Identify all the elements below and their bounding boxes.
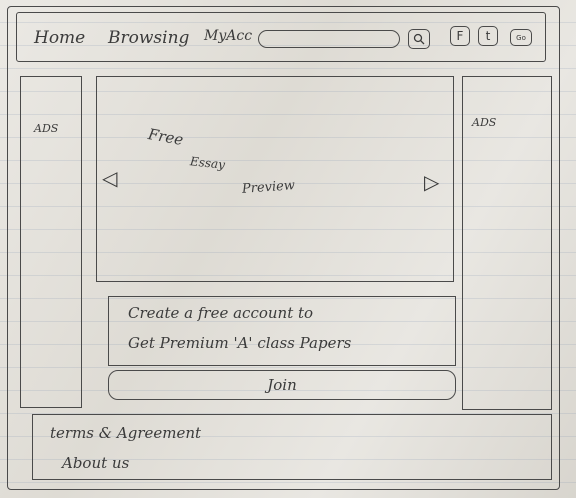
mail-icon[interactable]: Go [510, 29, 532, 46]
twitter-glyph: t [485, 29, 491, 43]
footer [32, 414, 552, 480]
join-button[interactable]: Join [108, 370, 456, 400]
twitter-icon[interactable]: t [478, 26, 498, 46]
facebook-glyph: F [456, 29, 464, 43]
ad-column-right [462, 76, 552, 410]
ad-label-left: ADS [34, 122, 59, 135]
preview-carousel [96, 76, 454, 282]
search-input[interactable] [258, 30, 400, 48]
ad-label-right: ADS [472, 116, 497, 129]
ad-column-left [20, 76, 82, 408]
footer-terms-link[interactable]: terms & Agreement [50, 424, 202, 442]
promo-box [108, 296, 456, 366]
nav-myacc-link[interactable]: MyAcc [204, 28, 253, 44]
promo-line-2: Get Premium 'A' class Papers [128, 334, 352, 352]
facebook-icon[interactable]: F [450, 26, 470, 46]
join-button-label: Join [267, 376, 297, 394]
carousel-prev-button[interactable]: ◁ [102, 166, 118, 190]
mail-glyph: Go [516, 33, 526, 42]
footer-about-link[interactable]: About us [62, 454, 130, 472]
page-frame [7, 6, 560, 490]
carousel-next-button[interactable]: ▷ [424, 170, 440, 194]
header-bar [16, 12, 546, 62]
nav-home-link[interactable]: Home [34, 28, 86, 48]
promo-line-1: Create a free account to [128, 304, 314, 322]
nav-browsing-link[interactable]: Browsing [108, 28, 190, 48]
search-icon[interactable] [408, 29, 430, 49]
